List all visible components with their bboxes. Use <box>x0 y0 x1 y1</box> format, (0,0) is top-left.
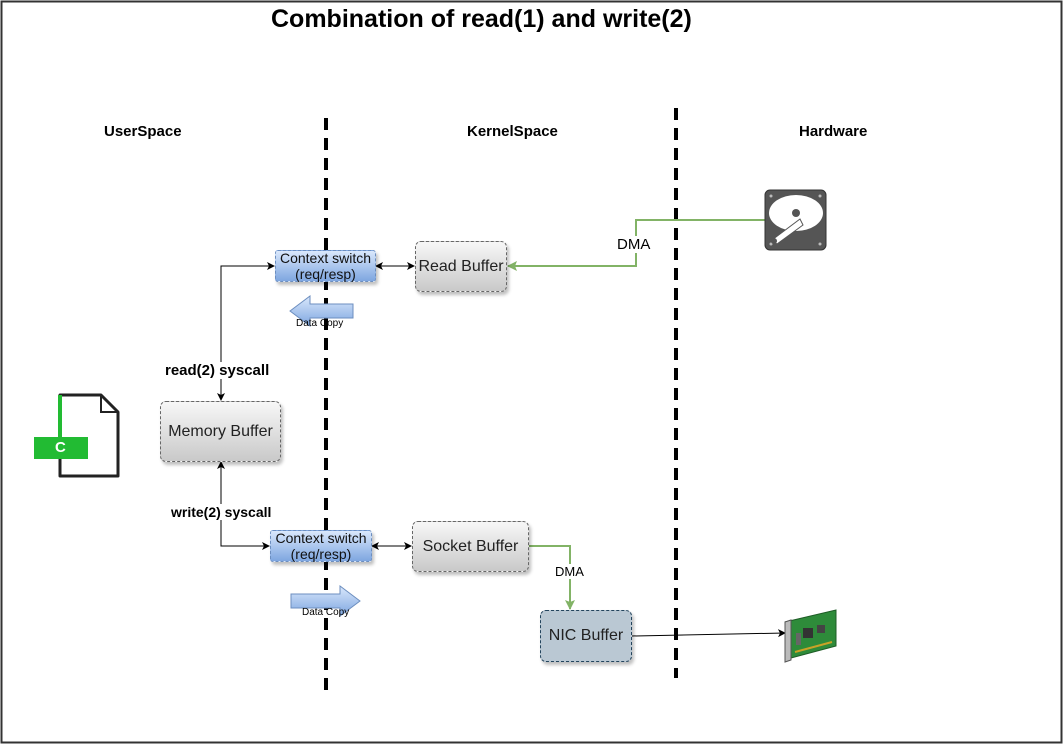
c-file-icon <box>34 393 120 478</box>
arrow-right-icon <box>290 585 361 617</box>
data-copy-read-label: Data Copy <box>296 318 344 329</box>
context-switch-write-line1: Context switch <box>275 530 367 546</box>
read-syscall-label: read(2) syscall <box>165 362 270 379</box>
write-syscall-label: write(2) syscall <box>171 504 272 520</box>
page-title: Combination of read(1) and write(2) <box>271 5 692 33</box>
arrow-left-icon <box>289 295 354 327</box>
context-switch-read-line2: (req/resp) <box>295 266 356 282</box>
column-hardware: Hardware <box>799 123 868 140</box>
hard-disk-icon <box>764 189 827 251</box>
c-file-badge-letter: C <box>55 439 66 456</box>
read-syscall-edge <box>217 262 275 401</box>
nic-buffer: NIC Buffer <box>540 610 632 662</box>
dma-write-edge <box>529 545 575 610</box>
column-kernelspace: KernelSpace <box>467 123 558 140</box>
column-userspace: UserSpace <box>104 123 182 140</box>
dma-read-label: DMA <box>616 236 652 253</box>
network-card-icon <box>784 609 837 663</box>
socket-buffer: Socket Buffer <box>412 521 529 572</box>
context-switch-write-line2: (req/resp) <box>290 546 352 562</box>
dma-write-label: DMA <box>554 564 585 579</box>
memory-buffer: Memory Buffer <box>160 401 281 462</box>
context-switch-read-line1: Context switch <box>279 250 372 266</box>
read-buffer: Read Buffer <box>415 241 507 292</box>
context-switch-write: Context switch (req/resp) <box>270 530 372 562</box>
data-copy-write-label: Data Copy <box>302 607 350 618</box>
write-syscall-edge <box>217 461 270 550</box>
context-switch-read: Context switch (req/resp) <box>275 250 376 282</box>
nic-to-card-edge <box>631 629 786 638</box>
